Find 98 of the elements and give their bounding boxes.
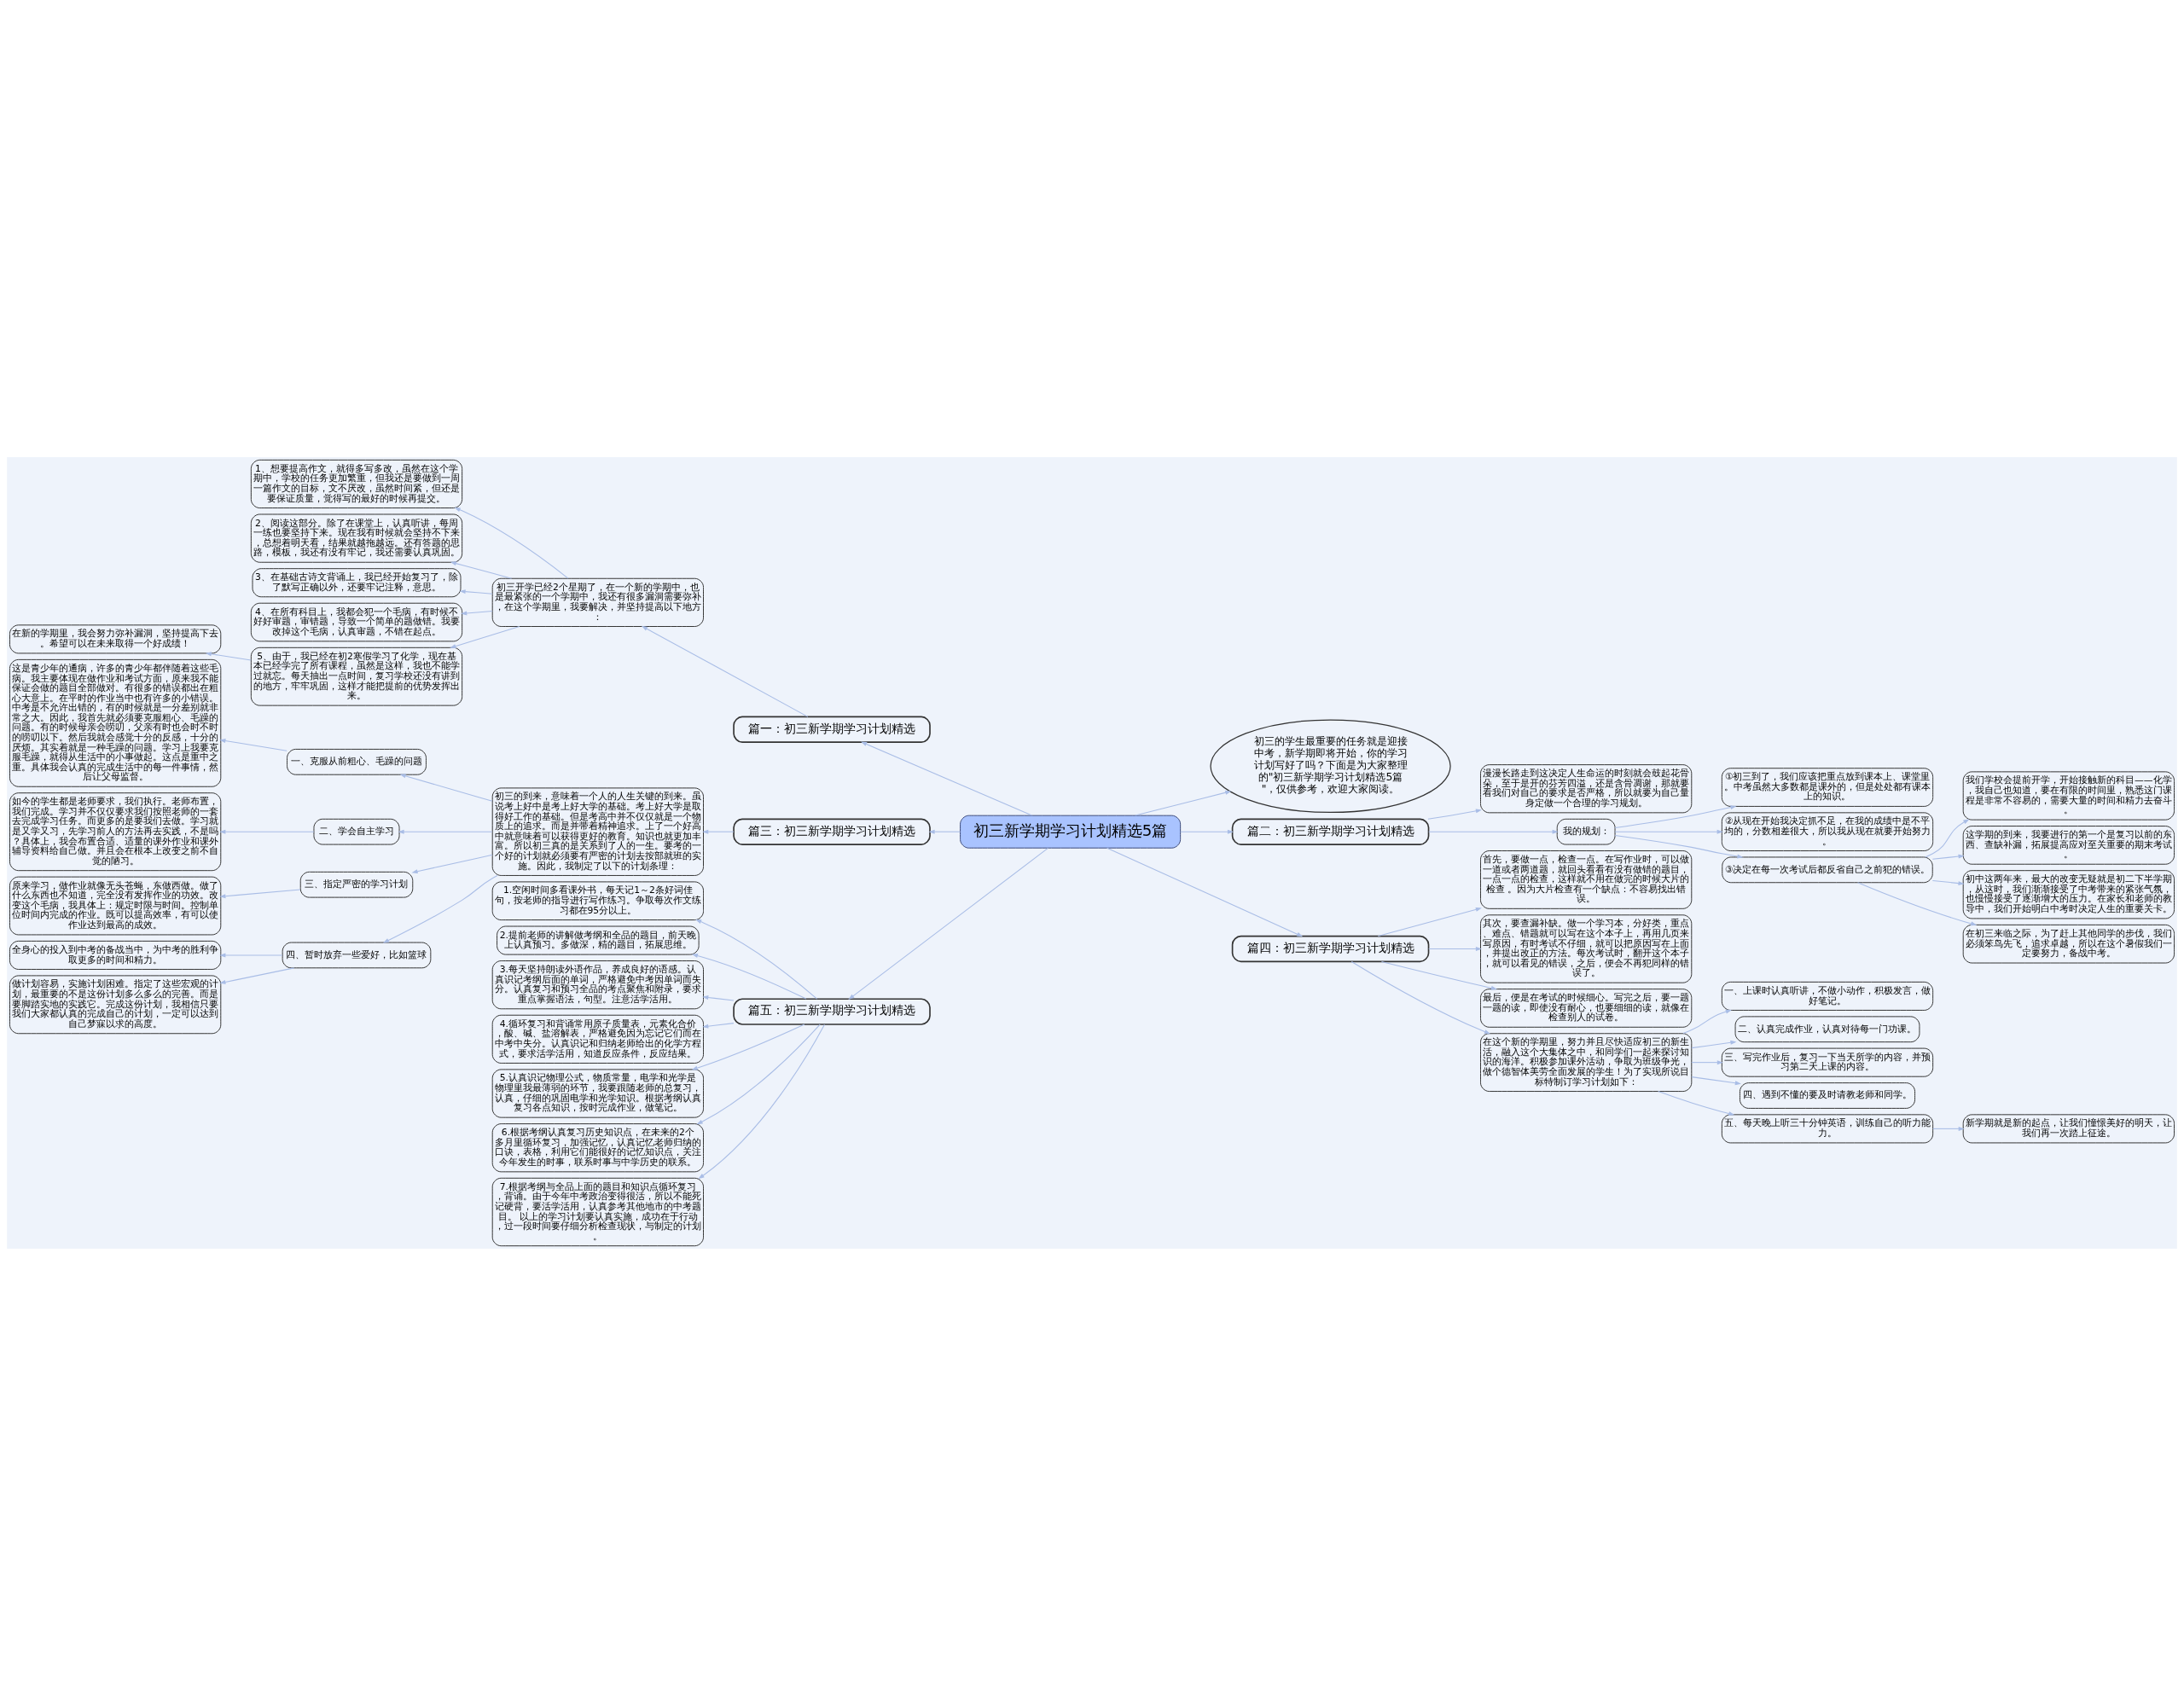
node-box: 2.提前老师的讲解做考纲和全品的题目，前天晚上认真预习。多做深，精的题目，拓展思维。 <box>497 925 700 955</box>
arrow <box>454 507 569 579</box>
node-box: 一、上课时认真听讲，不做小动作，积极发言，做好笔记。 <box>1721 981 1934 1011</box>
arrow <box>219 738 288 751</box>
arrow <box>702 995 735 1000</box>
arrow <box>1614 804 1737 828</box>
arrow <box>1380 960 1497 990</box>
arrow <box>399 773 493 802</box>
node-box: 三、写完作业后，复习一下当天所学的内容，并预习第二天上课的内容。 <box>1721 1047 1934 1077</box>
node-box: 四、暂时放弃一些爱好，比如篮球 <box>282 942 432 968</box>
arrow <box>1925 818 1970 857</box>
arrow <box>219 966 295 984</box>
arrow <box>219 829 315 834</box>
arrow <box>1857 881 1978 925</box>
node-box: 初三的到来，意味着一个人的人生关键的到来。虽说考上好中是考上好大学的基础。考上好大学是取得好工作的基础。但是考高中并不仅仅就是一个物质上的追求。而是并带着精神追求。上了一个好高中就意味着可以获得更好的教育。知识也就更加丰富。所以初三真的是关系到了人的一生。要考的一个好的计划就必须要有严密的计划去按部就班的实施。因此，我制定了以下的计划条理： <box>491 786 704 876</box>
node-box: 我们学校会提前开学，开始接触新的科目——化学，我自己也知道，要在有限的时间里，熟悉这门课程是非常不容易的，需要大量的时间和精力去奋斗。 <box>1962 770 2175 821</box>
node-box: 篇一：初三新学期学习计划精选 <box>733 716 931 743</box>
node-box: 首先，要做一点，检查一点。在写作业时，可以做一道或者两道题，就回头看看有没有做错的题目，一点一点的检查，这样就不用在做完的时候大片的检查 。因为大片检查有一个缺点：不容易找出错误。 <box>1480 850 1693 909</box>
node-box: 这是青少年的通病，许多的青少年都伴随着这些毛病。我主要体现在做作业和考试方面，原来我不能保证会做的题目全部做对。有很多的错误都出在粗心大意上。在平时的作业当中也有许多的小错误。中考是不允许出错的，有的时候就是一分差别就非常之大。因此，我首先就必须要克服粗心、毛躁的问题。有的时候母亲会唠叨，父亲有时也会时不时的唠叨以下。然后我就会感觉十分的反感，十分的厌烦。其实着就是一种毛躁的问题。学习上我要克服毛躁，就得从生活中的小事做起。这点是重中之重。具体我会认真的完成生活中的每一件事情，然后让父母监督。 <box>9 658 222 787</box>
arrow <box>1932 1126 1965 1131</box>
node-box: 二、认真完成作业，认真对待每一门功课。 <box>1734 1015 1920 1042</box>
arrow <box>1931 854 1965 860</box>
arrow <box>1614 834 1744 858</box>
arrow <box>702 829 735 834</box>
arrow <box>691 953 807 1000</box>
arrow <box>1135 790 1232 816</box>
arrow <box>702 1022 735 1029</box>
node-box: 在新的学期里，我会努力弥补漏洞，坚持提高下去。希望可以在未来取得一个好成绩！ <box>9 623 222 653</box>
node-box: 4.循环复习和背诵常用原子质量表，元素化合价，酸、碱、盐溶解表，严格避免因为忘记它们而在中考中失分。认真识记和归纳老师给出的化学方程式，要求活学活用，知道反应条件，反应结果。 <box>491 1014 704 1064</box>
node-box: 这学期的到来，我要进行的第一个是复习以前的东西、查缺补漏，拓展提高应对至关重要的期末考试。 <box>1962 825 2175 865</box>
arrow <box>219 888 301 898</box>
arrow <box>411 854 493 873</box>
node-box: 篇三：初三新学期学习计划精选 <box>733 817 931 845</box>
node-box: 在这个新的学期里，努力并且尽快适应初三的新生活，融入这个大集体之中，和同学们一起来探讨知识的海洋。积极参加课外活动，争取为班级争光，做个德智体美劳全面发展的学生！为了实现所说目标特制订学习计划如下： <box>1480 1032 1693 1092</box>
arrow <box>461 610 493 615</box>
node-box: 篇四：初三新学期学习计划精选 <box>1231 935 1430 962</box>
node-box: ②从现在开始我决定抓不足，在我的成绩中是不平均的，分数相差很大，所以我从现在就要开始努力。 <box>1721 811 1934 851</box>
arrow <box>1377 907 1482 937</box>
node-box: 三、指定严密的学习计划 <box>299 871 414 898</box>
node-box: ①初三到了，我们应该把重点放到课本上、课堂里。中考虽然大多数都是课外的，但是处处都有课本上的知识。 <box>1721 767 1934 807</box>
arrow <box>1931 879 1965 885</box>
arrow <box>1427 808 1483 820</box>
arrow <box>691 1023 805 1070</box>
node-box: 2、阅读这部分。除了在课堂上，认真听讲，每周一练也要坚持下来。现在我有时候就会坚持不下来，总想着明天看，结果就越拖越远。还有答题的思路，模板，我还有没有牢记，我还需要认真巩固。 <box>250 513 463 563</box>
arrow <box>450 560 513 579</box>
node-box: 四、遇到不懂的要及时请教老师和同学。 <box>1739 1082 1916 1109</box>
arrow <box>459 589 493 594</box>
node-box: 3.每天坚持朗读外语作品，养成良好的语感。认真识记考纲后面的单词，严格避免中考因单词而失分。认真复习和预习全品的考点聚焦和附录，要求重点掌握语法，句型。注意活学活用。 <box>491 960 704 1009</box>
node-box: 其次，要查漏补缺。做一个学习本，分好类，重点、难点、错题就可以写在这个本子上，再用几页来写原因，有时考试不仔细，就可以把原因写在上面，并提出改正的方法。每次考试时，翻开这个本子，就可以看见的错误，之后，便会不再犯同样的错误了。 <box>1480 913 1693 983</box>
node-box: 在初三来临之际，为了赶上其他同学的步伐，我们必须笨鸟先飞，追求卓越，所以在这个暑假我们一定要努力，备战中考。 <box>1962 924 2175 964</box>
node-box: 原来学习，做作业就像无头苍蝇，东做西做。做了什么东西也不知道，完全没有发挥作业的功效。改变这个毛病，我具体上：规定时限与时间。控制单位时间内完成的作业。既可以提高效率，有可以使作业达到最高的成效。 <box>9 876 222 935</box>
arrow <box>1658 1090 1735 1116</box>
node-box: 做计划容易，实施计划困难。指定了这些宏观的计划，最重要的不是这份计划多么多么的完善。而是要脚踏实地的实践它。完成这份计划，我相信只要我们大家都认真的完成自己的计划，一定可以达到自己梦寐以求的高度。 <box>9 974 222 1034</box>
arrow <box>1428 946 1482 951</box>
arrow <box>382 874 498 943</box>
node-box: 五、每天晚上听三十分钟英语，训练自己的听力能力。 <box>1721 1113 1934 1143</box>
node-box: 初三新学期学习计划精选5篇 <box>960 815 1182 849</box>
node-box: 初三开学已经2个星期了，在一个新的学期中，也是最紧张的一个学期中，我还有很多漏洞需要弥补，在这个学期里，我要解决，并坚持提高以下地方： <box>491 577 704 627</box>
node-box: 新学期就是新的起点，让我们憧憬美好的明天，让我们再一次踏上征途。 <box>1962 1113 2175 1143</box>
arrow <box>1691 1059 1723 1064</box>
node-box: 4、在所有科目上，我都会犯一个毛病，有时候不好好审题，审错题，导致一个简单的题做错。我要改掉这个毛病，认真审题，不错在起点。 <box>250 602 463 641</box>
node-box: 全身心的投入到中考的备战当中，为中考的胜利争取更多的时间和精力。 <box>9 940 222 970</box>
node-box: 一、克服从前粗心、毛躁的问题 <box>287 748 427 775</box>
node-box: 1、想要提高作文，就得多写多改，虽然在这个学期中，学校的任务更加繁重，但我还是要做到一周一篇作文的目标，文不厌改，虽然时间紧，但还是要保证质量，觉得写的最好的时候再提交。 <box>250 459 463 508</box>
arrow <box>698 1024 825 1179</box>
arrow <box>928 829 961 834</box>
node-box: 1.空闲时间多看课外书，每天记1～2条好词佳句，按老师的指导进行写作练习。争取每次作文练习都在95分以上。 <box>491 880 704 920</box>
node-box: 5.认真识记物理公式，物质常量，电学和光学是物理里我最薄弱的环节，我要跟随老师的总复习，认真，仔细的巩固电学和光学知识。根据考纲认真复习各点知识，按时完成作业，做笔记。 <box>491 1068 704 1118</box>
node-box: 7.根据考纲与全品上面的题目和知识点循环复习，背诵。由于今年中考政治变得很活，所以不能死记硬背，要活学活用，认真参考其他地市的中考题目。 以上的学习计划要认真实施，成功在于行动，过一段时间要仔细分析检查现状，与制定的计划。 <box>491 1177 704 1246</box>
node-box: 我的规划： <box>1556 818 1616 845</box>
arrow <box>848 847 1048 1000</box>
arrow <box>1614 829 1723 834</box>
node-box: 初中这两年来，最大的改变无疑就是初二下半学期，从这时，我们渐渐接受了中考带来的紧张气氛，也慢慢接受了逐渐增大的压力。在家长和老师的教导中，我们开始明白中考时决定人生的重要关卡。 <box>1962 869 2175 919</box>
arrow <box>1350 960 1491 1034</box>
arrow <box>1691 1076 1741 1085</box>
node-box: 3、在基础古诗文背诵上，我已经开始复习了，除了默写正确以外，还要牢记注释，意思。 <box>252 567 462 597</box>
node-box: 最后，便是在考试的时候细心。写完之后，要一题一题的读，即使没有耐心，也要细细的读，就像在检查别人的试卷。 <box>1480 988 1693 1028</box>
arrow <box>398 829 493 834</box>
arrow <box>450 625 520 648</box>
node-box: 5、由于，我已经在初2寒假学习了化学，现在基本已经学完了所有课程，虽然是这样，我也不能学过就忘。每天抽出一点时间，复习学校还没有讲到的地方，牢牢巩固，这样才能把提前的优势发挥出来。 <box>250 647 463 706</box>
node-box: 漫漫长路走到这决定人生命运的时刻就会鼓起花骨朵，至于是开的芬芳四溢，还是含骨凋谢，那就要看我们对自己的要求是否严格，所以就要为自己量身定做一个合理的学习规划。 <box>1480 763 1693 813</box>
arrow <box>205 651 252 661</box>
arrow <box>1691 1040 1737 1048</box>
node-box: 6.根据考纲认真复习历史知识点，在未来的2个多月里循环复习，加强记忆，认真记忆老师归纳的口诀，表格，利用它们能很好的记忆知识点，关注今年发生的时事，联系时事与中学历史的联系。 <box>491 1122 704 1172</box>
arrow <box>1682 1009 1732 1034</box>
node-box: 二、学会自主学习 <box>313 818 400 845</box>
node-ellipse: 初三的学生最重要的任务就是迎接中考，新学期即将开始，你的学习计划写好了吗？下面是为大家整理的"初三新学期学习计划精选5篇"，仅供参考，欢迎大家阅读。 <box>1210 718 1451 813</box>
arrow <box>1428 829 1559 834</box>
arrow <box>861 741 1033 816</box>
node-box: 篇二：初三新学期学习计划精选 <box>1231 817 1430 845</box>
node-box: 篇五：初三新学期学习计划精选 <box>733 997 931 1025</box>
arrow <box>695 919 818 1000</box>
arrow <box>1107 847 1304 937</box>
arrow <box>219 952 283 957</box>
arrow <box>641 625 809 717</box>
arrow <box>696 1024 821 1124</box>
arrow <box>1180 829 1234 834</box>
node-box: 如今的学生都是老师要求，我们执行。老师布置，我们完成。学习并不仅仅要求我们按照老师的一套去完成学习任务。而更多的是要我们去做。学习就是又学又习，先学习前人的方法再去实践，不是吗？具体上，我会布置合适、适量的课外作业和课外辅导资料给自己做。并且会在根本上改变之前不自觉的陋习。 <box>9 792 222 871</box>
